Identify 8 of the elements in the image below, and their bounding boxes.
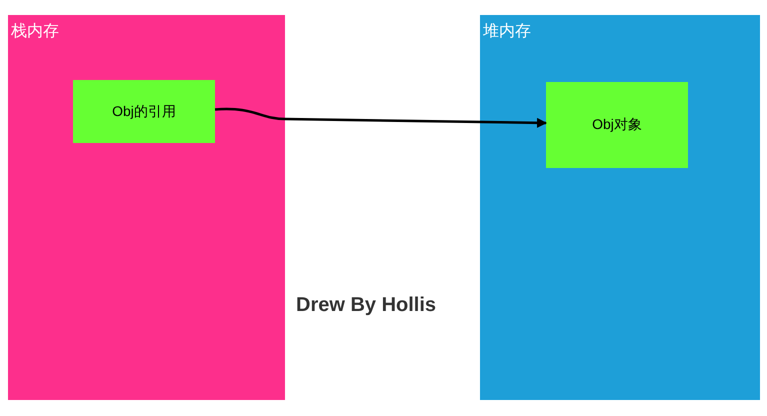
credit-text: Drew By Hollis bbox=[296, 294, 436, 317]
object-box: Obj的引用 bbox=[73, 80, 215, 143]
memory-panel bbox=[480, 15, 760, 400]
object-box: Obj对象 bbox=[546, 82, 688, 168]
panel-title: 堆内存 bbox=[483, 22, 531, 42]
panel-title: 栈内存 bbox=[11, 22, 59, 42]
arrow bbox=[214, 108, 547, 128]
memory-panel bbox=[8, 15, 285, 400]
